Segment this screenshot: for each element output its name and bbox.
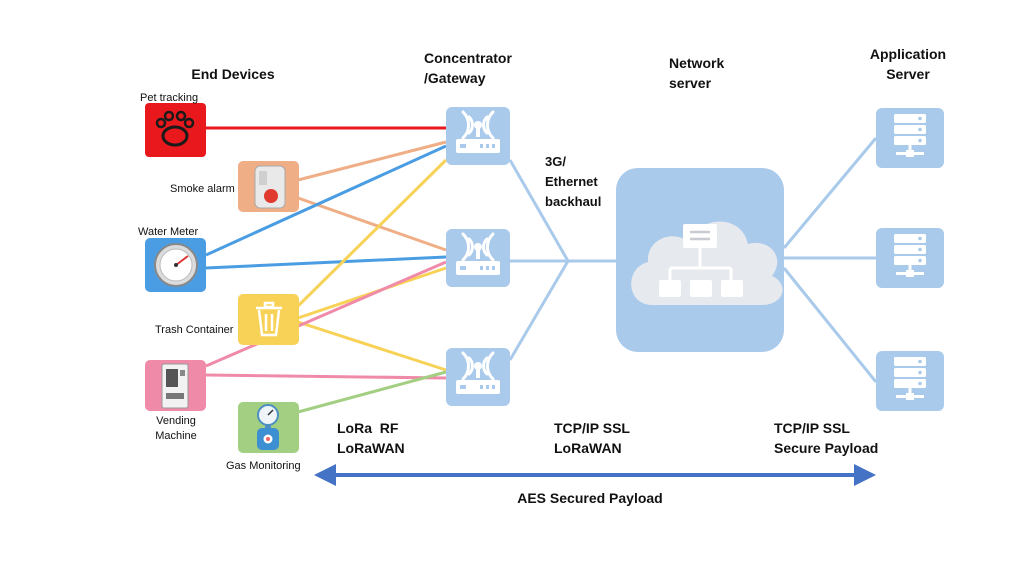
gateway-3 — [446, 348, 510, 406]
gateway-1 — [446, 107, 510, 165]
protocol-tcp2-line1: TCP/IP SSL — [774, 420, 850, 436]
trash-bin-icon — [256, 301, 282, 337]
app-header-line1: Application — [870, 46, 946, 62]
link-gas-gw3 — [297, 370, 447, 414]
water-meter-device — [145, 238, 206, 292]
device-gateway-links — [205, 126, 448, 414]
link-vending-gw3 — [205, 373, 447, 380]
device-label-vending-line1: Vending — [156, 415, 196, 427]
backhaul-line1: 3G/ — [545, 154, 566, 169]
application-server-1 — [876, 108, 944, 168]
link-water-gw1 — [205, 144, 447, 257]
link-trash-gw1 — [296, 158, 448, 308]
network-header-line1: Network — [669, 55, 724, 71]
link-water-gw2 — [205, 255, 447, 270]
backhaul-line2: Ethernet — [545, 174, 598, 189]
gauge-icon — [154, 243, 198, 287]
backhaul-links — [508, 137, 878, 383]
link-smoke-gw1 — [297, 140, 447, 182]
device-label-gas: Gas Monitoring — [226, 460, 301, 472]
app-header-line2: Server — [886, 66, 930, 82]
protocol-tcp1-line1: TCP/IP SSL — [554, 420, 630, 436]
link-trash-gw3 — [297, 320, 447, 372]
network-server — [616, 168, 784, 352]
pet-tracking-device — [145, 103, 206, 157]
protocol-lora-line1: LoRa RF — [337, 420, 399, 436]
gateway-2 — [446, 229, 510, 287]
end-devices-header: End Devices — [191, 66, 274, 82]
link-smoke-gw2 — [297, 196, 447, 252]
vending-machine-icon — [161, 363, 189, 409]
smoke-alarm-device — [238, 161, 299, 212]
protocol-lora-line2: LoRaWAN — [337, 440, 405, 456]
cloud-network-icon — [631, 221, 783, 305]
network-header-line2: server — [669, 75, 712, 91]
backhaul-line3: backhaul — [545, 194, 601, 209]
gateway-header-line1: Concentrator — [424, 50, 512, 66]
aes-arrow — [314, 464, 876, 486]
link-vending-gw2 — [205, 260, 447, 368]
gas-cylinder-icon — [257, 404, 279, 450]
protocol-tcp1-line2: LoRaWAN — [554, 440, 622, 456]
aes-secured-payload-label: AES Secured Payload — [517, 490, 663, 506]
device-label-smoke: Smoke alarm — [170, 183, 235, 195]
protocol-tcp2-line2: Secure Payload — [774, 440, 878, 456]
smoke-alarm-icon — [254, 165, 286, 209]
application-server-2 — [876, 228, 944, 288]
application-server-3 — [876, 351, 944, 411]
vending-machine-device — [145, 360, 206, 411]
trash-container-device — [238, 294, 299, 345]
device-label-vending-line2: Machine — [155, 430, 197, 442]
device-label-water: Water Meter — [138, 226, 198, 238]
paw-icon — [155, 110, 195, 147]
device-label-pet: Pet tracking — [140, 92, 198, 104]
gas-monitoring-device — [238, 402, 299, 453]
gateway-header-line2: /Gateway — [424, 70, 486, 86]
device-label-trash: Trash Container — [155, 324, 234, 336]
